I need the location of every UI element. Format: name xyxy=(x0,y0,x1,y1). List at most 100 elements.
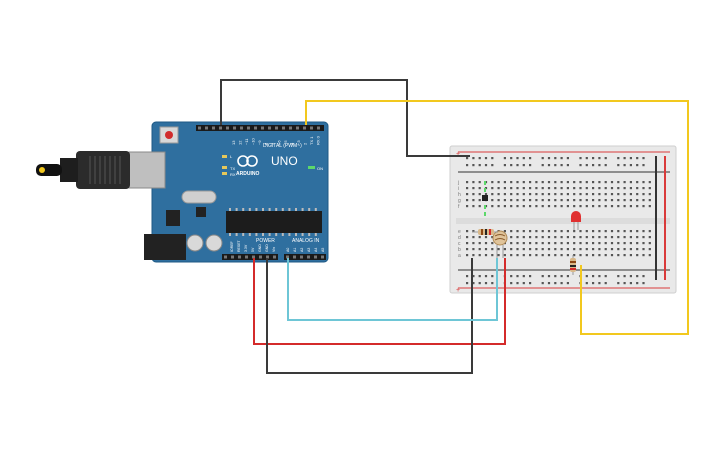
breadboard-hole[interactable] xyxy=(541,254,544,257)
breadboard-hole[interactable] xyxy=(566,242,569,245)
breadboard-hole[interactable] xyxy=(491,181,494,184)
rail-hole[interactable] xyxy=(484,282,488,285)
breadboard-hole[interactable] xyxy=(472,254,475,257)
rail-hole[interactable] xyxy=(516,282,519,285)
breadboard-hole[interactable] xyxy=(510,230,513,233)
breadboard-hole[interactable] xyxy=(491,236,494,239)
rail-hole[interactable] xyxy=(472,282,475,285)
header-pin[interactable] xyxy=(314,255,317,259)
breadboard-hole[interactable] xyxy=(573,187,576,190)
breadboard-hole[interactable] xyxy=(579,236,582,239)
breadboard-hole[interactable] xyxy=(541,230,544,233)
breadboard-hole[interactable] xyxy=(478,236,481,239)
breadboard-hole[interactable] xyxy=(598,199,601,202)
breadboard-hole[interactable] xyxy=(491,199,494,202)
rail-hole[interactable] xyxy=(623,157,626,160)
breadboard-hole[interactable] xyxy=(604,187,607,190)
breadboard-hole[interactable] xyxy=(554,181,557,184)
photoresistor[interactable] xyxy=(492,230,508,258)
breadboard-hole[interactable] xyxy=(510,193,513,196)
rail-hole[interactable] xyxy=(592,164,595,167)
breadboard-hole[interactable] xyxy=(617,254,620,257)
breadboard-hole[interactable] xyxy=(516,205,519,208)
breadboard-hole[interactable] xyxy=(604,236,607,239)
breadboard-hole[interactable] xyxy=(516,230,519,233)
rail-hole[interactable] xyxy=(636,164,639,167)
breadboard-hole[interactable] xyxy=(503,254,506,257)
wire-gnd-top[interactable] xyxy=(220,79,470,157)
resistor-1[interactable] xyxy=(472,229,498,235)
rail-hole[interactable] xyxy=(604,275,607,278)
breadboard-hole[interactable] xyxy=(604,205,607,208)
breadboard-hole[interactable] xyxy=(554,248,557,251)
breadboard-hole[interactable] xyxy=(472,230,475,233)
breadboard-hole[interactable] xyxy=(560,193,563,196)
breadboard-hole[interactable] xyxy=(585,242,588,245)
header-pin[interactable] xyxy=(275,126,278,130)
breadboard-hole[interactable] xyxy=(529,242,532,245)
rail-hole[interactable] xyxy=(585,157,588,160)
breadboard-hole[interactable] xyxy=(522,187,525,190)
rail-hole[interactable] xyxy=(579,157,582,160)
breadboard-hole[interactable] xyxy=(629,248,632,251)
breadboard-hole[interactable] xyxy=(560,230,563,233)
breadboard-hole[interactable] xyxy=(472,199,475,202)
breadboard-hole[interactable] xyxy=(642,242,645,245)
breadboard-hole[interactable] xyxy=(554,199,557,202)
breadboard-hole[interactable] xyxy=(623,187,626,190)
rail-hole[interactable] xyxy=(566,282,569,285)
breadboard-hole[interactable] xyxy=(636,242,639,245)
breadboard-hole[interactable] xyxy=(491,193,494,196)
rail-hole[interactable] xyxy=(466,282,469,285)
breadboard-hole[interactable] xyxy=(610,242,614,245)
breadboard-hole[interactable] xyxy=(510,199,513,202)
rail-hole[interactable] xyxy=(466,157,469,160)
breadboard-hole[interactable] xyxy=(617,199,620,202)
breadboard-hole[interactable] xyxy=(617,230,620,233)
rail-hole[interactable] xyxy=(642,275,645,278)
breadboard-hole[interactable] xyxy=(547,242,551,245)
breadboard-hole[interactable] xyxy=(617,236,620,239)
breadboard-hole[interactable] xyxy=(503,181,506,184)
breadboard-hole[interactable] xyxy=(529,187,532,190)
header-pin[interactable] xyxy=(205,126,208,130)
breadboard-hole[interactable] xyxy=(598,236,601,239)
header-pin[interactable] xyxy=(296,126,299,130)
breadboard-hole[interactable] xyxy=(541,236,544,239)
wire-5v[interactable] xyxy=(253,258,506,345)
rail-hole[interactable] xyxy=(478,282,481,285)
breadboard-hole[interactable] xyxy=(592,193,595,196)
breadboard-hole[interactable] xyxy=(585,187,588,190)
breadboard-hole[interactable] xyxy=(503,199,506,202)
breadboard-hole[interactable] xyxy=(648,187,651,190)
breadboard-hole[interactable] xyxy=(560,199,563,202)
breadboard-hole[interactable] xyxy=(535,242,538,245)
breadboard-hole[interactable] xyxy=(585,205,588,208)
breadboard-hole[interactable] xyxy=(566,193,569,196)
rail-hole[interactable] xyxy=(491,164,494,167)
breadboard-hole[interactable] xyxy=(617,181,620,184)
rail-hole[interactable] xyxy=(554,164,557,167)
breadboard-hole[interactable] xyxy=(617,193,620,196)
rail-hole[interactable] xyxy=(478,157,481,160)
led-red[interactable] xyxy=(571,211,581,230)
breadboard-hole[interactable] xyxy=(560,254,563,257)
breadboard-hole[interactable] xyxy=(522,254,525,257)
breadboard-hole[interactable] xyxy=(604,193,607,196)
breadboard-hole[interactable] xyxy=(585,181,588,184)
breadboard-hole[interactable] xyxy=(516,187,519,190)
breadboard-hole[interactable] xyxy=(579,248,582,251)
breadboard-hole[interactable] xyxy=(554,193,557,196)
breadboard-hole[interactable] xyxy=(472,248,475,251)
breadboard-hole[interactable] xyxy=(573,242,576,245)
breadboard-hole[interactable] xyxy=(491,205,494,208)
breadboard-hole[interactable] xyxy=(535,205,538,208)
header-pin[interactable] xyxy=(289,126,292,130)
rail-hole[interactable] xyxy=(604,157,607,160)
breadboard-hole[interactable] xyxy=(642,254,645,257)
breadboard-hole[interactable] xyxy=(491,248,494,251)
breadboard-hole[interactable] xyxy=(560,187,563,190)
rail-hole[interactable] xyxy=(629,157,632,160)
breadboard-hole[interactable] xyxy=(497,181,500,184)
breadboard-hole[interactable] xyxy=(566,181,569,184)
